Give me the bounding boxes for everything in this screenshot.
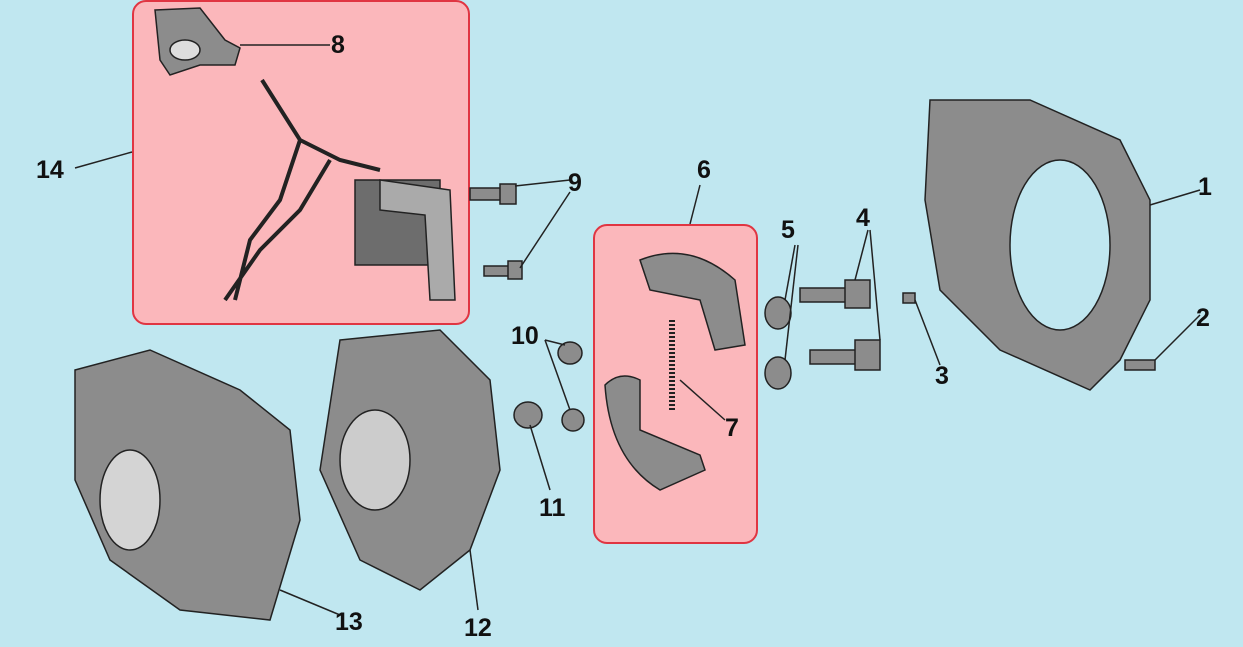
callout-3: 3 — [935, 362, 949, 390]
callout-1: 1 — [1198, 173, 1212, 201]
part-1-cover — [924, 99, 1151, 391]
part-2-screw — [1124, 359, 1156, 371]
callout-8: 8 — [331, 31, 345, 59]
part-14-wires — [223, 78, 381, 302]
part-5-washers — [764, 296, 792, 390]
callout-14: 14 — [36, 156, 64, 184]
callout-10: 10 — [511, 322, 539, 350]
part-9-bolts — [469, 183, 523, 280]
callout-9: 9 — [568, 169, 582, 197]
part-6-clutch-shoes — [604, 252, 746, 491]
leader-lines — [74, 44, 1201, 616]
callout-5: 5 — [781, 216, 795, 244]
part-10-11-nuts — [513, 341, 585, 432]
part-13-crankcase — [74, 349, 301, 621]
part-3-key — [902, 292, 916, 304]
callout-12: 12 — [464, 614, 492, 642]
part-12-flywheel — [319, 329, 501, 591]
callout-13: 13 — [335, 608, 363, 636]
callout-6: 6 — [697, 156, 711, 184]
callout-7: 7 — [725, 414, 739, 442]
part-8-switch — [154, 7, 241, 76]
part-4-studs — [799, 279, 881, 371]
part-14-coil — [354, 179, 456, 301]
callout-11: 11 — [539, 494, 566, 522]
callout-2: 2 — [1196, 304, 1210, 332]
callout-4: 4 — [856, 204, 870, 232]
